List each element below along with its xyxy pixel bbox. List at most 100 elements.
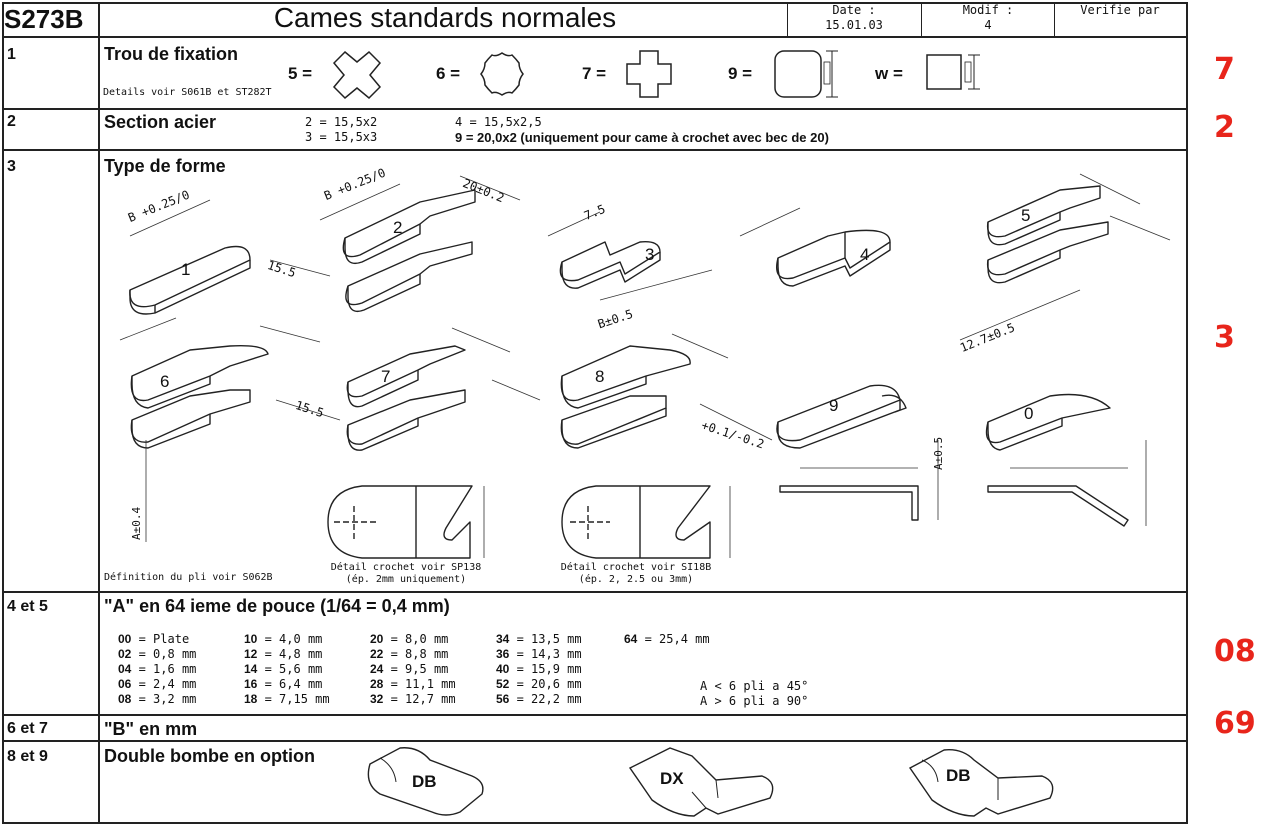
inch-entry: 08 = 3,2 mm (118, 692, 197, 706)
inch-column: 10 = 4,0 mm 12 = 4,8 mm 14 = 5,6 mm 16 =… (244, 632, 364, 707)
dim-label: A±0.4 (130, 506, 143, 540)
date-value: 15.01.03 (825, 18, 883, 32)
angle-note: A > 6 pli a 90° (700, 694, 809, 708)
row-title: "A" en 64 ieme de pouce (1/64 = 0,4 mm) (104, 596, 450, 616)
shape-number: 2 (393, 218, 403, 237)
inch-entry: 64 = 25,4 mm (624, 632, 710, 646)
inch-entry: 02 = 0,8 mm (118, 647, 197, 661)
shape-number: 8 (595, 367, 605, 386)
frame-bottom (2, 822, 1188, 824)
cross-star-hole-icon (332, 50, 382, 100)
crochet-note-title: Détail crochet voir SI18B (560, 562, 712, 573)
row-code: 2 (7, 113, 16, 130)
inch-entry: 00 = Plate (118, 632, 190, 646)
shape-number: 4 (860, 245, 870, 264)
crochet-note-sub: (ép. 2, 2.5 ou 3mm) (578, 574, 694, 585)
hole-label: 9 = (728, 64, 753, 83)
rounded-square-hole-icon (774, 50, 838, 98)
margin-tag: 69 (1214, 706, 1256, 741)
header-divider-modif (921, 2, 922, 36)
shape-number: 7 (381, 367, 391, 386)
inch-entry: 06 = 2,4 mm (118, 677, 197, 691)
inch-column: 64 = 25,4 mm (624, 632, 744, 647)
shape-number: 0 (1024, 404, 1034, 423)
inch-entry: 22 = 8,8 mm (370, 647, 449, 661)
row4-divider (2, 714, 1188, 716)
verify-label: Verifie par (1080, 3, 1160, 17)
margin-tag: 7 (1214, 52, 1235, 87)
pli-note: Définition du pli voir S062B (104, 572, 273, 583)
section-line: 3 = 15,5x3 (305, 130, 378, 144)
row5-divider (2, 740, 1188, 742)
frame-right (1186, 2, 1188, 824)
inch-column: 20 = 8,0 mm 22 = 8,8 mm 24 = 9,5 mm 28 =… (370, 632, 490, 707)
shape-number: 9 (829, 396, 839, 415)
inch-column: 00 = Plate 02 = 0,8 mm 04 = 1,6 mm 06 = … (118, 632, 238, 707)
double-bombe-shape (367, 747, 484, 816)
document-code: S273B (4, 4, 84, 34)
hole-label: 6 = (436, 64, 461, 83)
margin-tag: 2 (1214, 110, 1235, 145)
inch-entry: 56 = 22,2 mm (496, 692, 582, 706)
cam-shape-4 (775, 229, 891, 287)
inch-entry: 40 = 15,9 mm (496, 662, 582, 676)
cam-shape-3 (559, 241, 661, 289)
section-line: 2 = 15,5x2 (305, 115, 378, 129)
technical-sheet: S273B Cames standards normales Date : 15… (2, 2, 1188, 824)
inch-entry: 24 = 9,5 mm (370, 662, 449, 676)
margin-tag: 08 (1214, 634, 1256, 669)
cam-shape-8 (560, 345, 691, 449)
inch-entry: 20 = 8,0 mm (370, 632, 449, 646)
inch-entry: 52 = 20,6 mm (496, 677, 582, 691)
inch-entry: 36 = 14,3 mm (496, 647, 582, 661)
scalloped-hole-icon (480, 52, 524, 96)
hole-label: 5 = (288, 64, 313, 83)
inch-entry: 18 = 7,15 mm (244, 692, 330, 706)
modif-value: 4 (984, 18, 992, 32)
date-label: Date : (832, 3, 876, 17)
header-divider (2, 36, 1188, 38)
crochet-note-title: Détail crochet voir SP138 (330, 562, 482, 573)
inch-entry: 14 = 5,6 mm (244, 662, 323, 676)
details-note: Details voir S061B et ST282T (103, 87, 272, 98)
row-code: 6 et 7 (7, 720, 48, 737)
cam-shape-9 (776, 384, 907, 449)
cam-shape-7 (346, 345, 466, 451)
header-divider-date (787, 2, 788, 36)
row-title: Double bombe en option (104, 746, 315, 766)
cam-shape-1 (129, 245, 251, 315)
shape-number: 6 (160, 372, 170, 391)
column-divider (98, 2, 100, 824)
cam-shape-0 (985, 393, 1111, 451)
dim-label: A±0.5 (932, 436, 945, 470)
row-code: 4 et 5 (7, 598, 48, 615)
row3-divider (2, 591, 1188, 593)
cam-shape-6 (130, 344, 269, 449)
profile-view-0 (987, 485, 1129, 527)
inch-entry: 16 = 6,4 mm (244, 677, 323, 691)
double-bombe-shape (628, 747, 774, 817)
hook-detail-si18b (561, 485, 711, 559)
inch-entry: 10 = 4,0 mm (244, 632, 323, 646)
row-title: Trou de fixation (104, 44, 239, 64)
square-hole-icon (926, 54, 980, 90)
cam-shape-2 (342, 189, 476, 313)
row-code: 8 et 9 (7, 748, 48, 765)
row2-divider (2, 149, 1188, 151)
row-title: "B" en mm (104, 719, 198, 739)
section-line-bold: 9 = 20,0x2 (uniquement pour came à croch… (455, 130, 829, 145)
option-label: DB (946, 766, 971, 785)
inch-column: 34 = 13,5 mm 36 = 14,3 mm 40 = 15,9 mm 5… (496, 632, 622, 707)
inch-entry: 28 = 11,1 mm (370, 677, 456, 691)
inch-entry: 34 = 13,5 mm (496, 632, 582, 646)
section-line: 4 = 15,5x2,5 (455, 115, 542, 129)
hole-label: w = (875, 64, 903, 83)
forms-drawing (119, 173, 1171, 559)
option-label: DB (412, 772, 437, 791)
row-title: Type de forme (104, 156, 226, 176)
row1-divider (2, 108, 1188, 110)
inch-entry: 32 = 12,7 mm (370, 692, 456, 706)
inch-entry: 12 = 4,8 mm (244, 647, 323, 661)
cross-hole-icon (626, 50, 672, 98)
shape-number: 3 (645, 245, 655, 264)
